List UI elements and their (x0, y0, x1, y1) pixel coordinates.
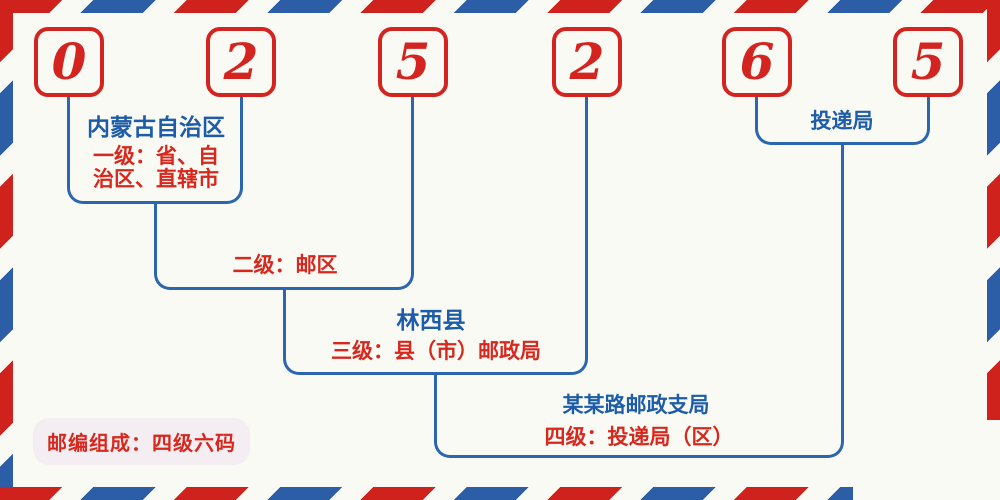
airmail-border-top (0, 0, 1000, 13)
line-digit4-down (585, 97, 588, 291)
level1-label: 一级：省、自 治区、直辖市 (93, 145, 219, 191)
level3-place-name: 林西县 (396, 308, 466, 333)
digit-1: 0 (51, 32, 87, 91)
digit-3: 5 (395, 32, 431, 91)
digit-box-2: 2 (206, 27, 276, 97)
line-delivery-down (841, 145, 844, 376)
level4-place-name: 某某路邮政支局 (562, 393, 710, 417)
digit-6: 5 (910, 32, 946, 91)
delivery-place-name: 投递局 (810, 109, 874, 133)
level1-label-line2: 治区、直辖市 (93, 167, 219, 191)
airmail-border-right (987, 0, 1000, 420)
level4-label: 四级：投递局（区） (544, 425, 734, 449)
bracket-level2 (154, 204, 414, 290)
level3-label: 三级：县（市）邮政局 (331, 339, 541, 363)
bracket-level1 (67, 97, 243, 204)
digit-4: 2 (569, 32, 605, 91)
digit-box-6: 5 (893, 27, 963, 97)
bracket-level4 (434, 375, 844, 458)
digit-box-5: 6 (722, 27, 792, 97)
level2-label: 二级：邮区 (232, 253, 338, 277)
line-digit3-down (411, 97, 414, 205)
digit-box-4: 2 (552, 27, 622, 97)
level1-place-name: 内蒙古自治区 (87, 115, 225, 140)
bracket-delivery (755, 97, 930, 145)
digit-2: 2 (223, 32, 259, 91)
digit-box-3: 5 (378, 27, 448, 97)
footer-badge: 邮编组成：四级六码 (33, 418, 250, 465)
airmail-border-left (0, 0, 13, 500)
footer-badge-text: 邮编组成：四级六码 (47, 433, 236, 455)
airmail-border-bottom (0, 487, 853, 500)
digit-5: 6 (739, 32, 775, 91)
level1-label-line1: 一级：省、自 (93, 144, 219, 168)
digit-box-1: 0 (34, 27, 104, 97)
bracket-level3 (283, 290, 588, 375)
